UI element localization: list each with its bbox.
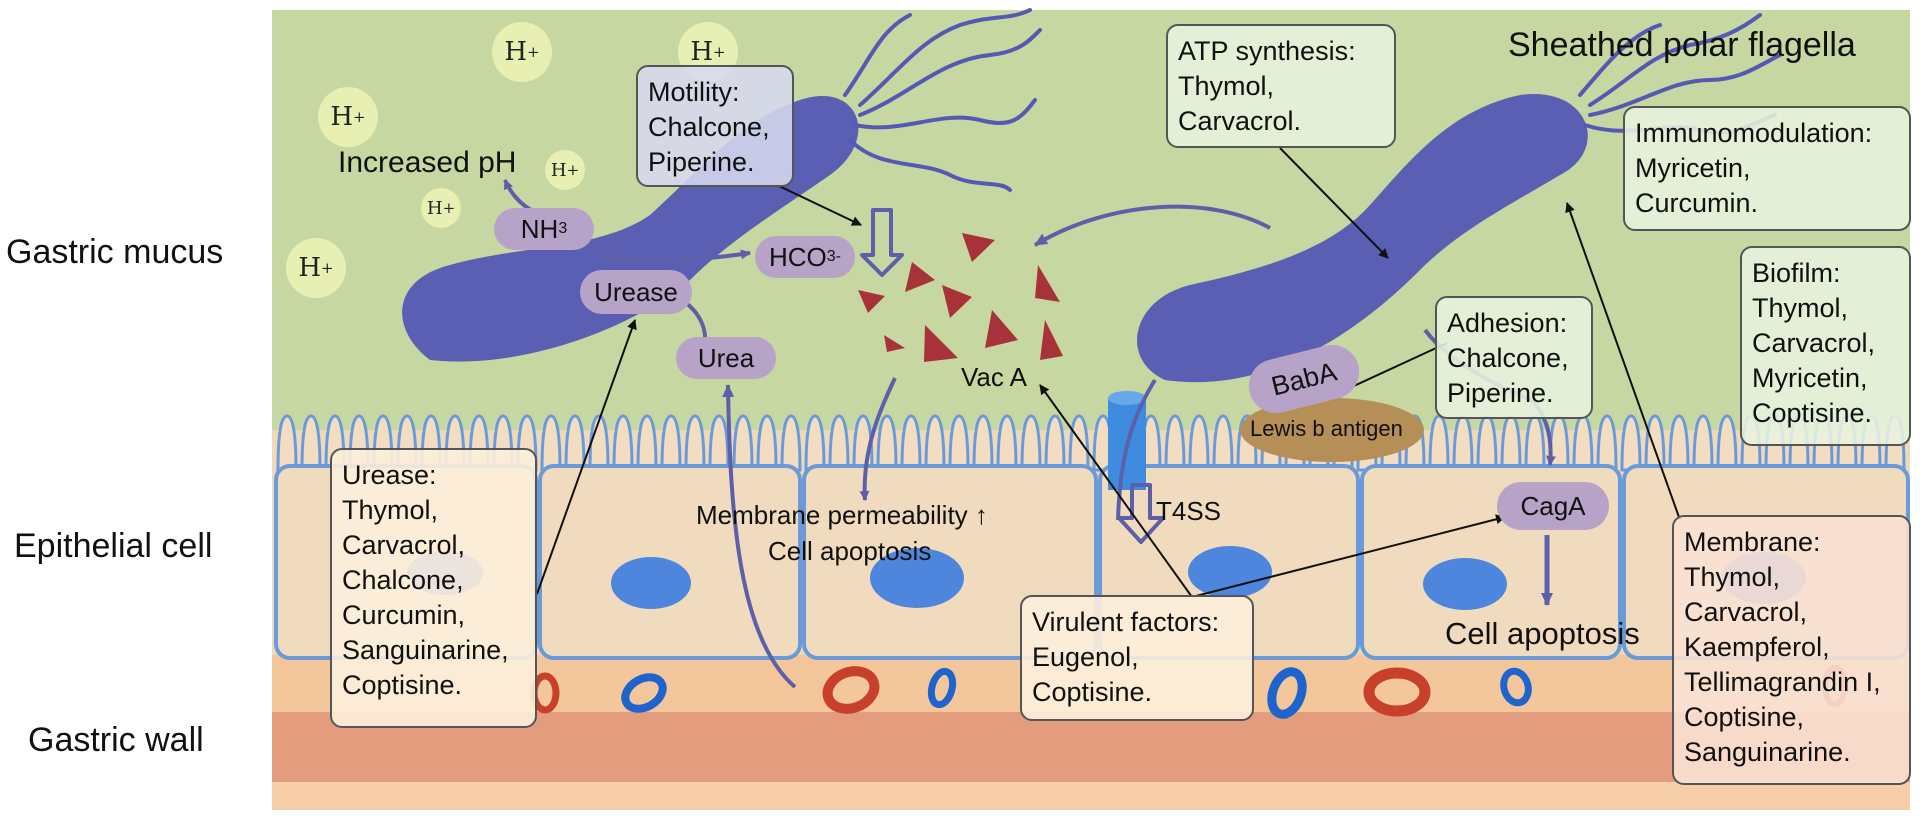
compound-name: Coptisine.: [342, 670, 463, 700]
vaca-label: Vac A: [961, 362, 1028, 392]
urease-molecule: Urease: [580, 270, 692, 314]
compound-name: Thymol,: [342, 495, 439, 525]
gastric-wall-band: [272, 712, 1910, 782]
compound-name: Chalcone,: [1447, 343, 1569, 373]
label-epithelial-cell: Epithelial cell: [14, 527, 213, 565]
box-heading: Membrane:: [1684, 527, 1821, 557]
box-heading: Biofilm:: [1752, 258, 1841, 288]
urease-inhibitors-box: Urease: Thymol, Carvacrol, Chalcone, Cur…: [330, 448, 537, 728]
immunomodulation-box: Immunomodulation: Myricetin, Curcumin.: [1623, 106, 1911, 231]
compound-name: Piperine.: [648, 147, 755, 177]
compound-name: Carvacrol,: [1684, 597, 1808, 627]
compound-name: Sanguinarine.: [1684, 737, 1851, 767]
urea-molecule: Urea: [676, 337, 776, 379]
cell-apoptosis-label: Cell apoptosis: [768, 536, 932, 566]
membrane-box: Membrane: Thymol, Carvacrol, Kaempferol,…: [1672, 515, 1911, 785]
compound-name: Coptisine.: [1752, 398, 1873, 428]
vaca-toxins: [858, 233, 1063, 362]
compound-name: Carvacrol,: [1752, 328, 1876, 358]
compound-name: Thymol,: [1752, 293, 1849, 323]
serosa-band: [272, 782, 1910, 810]
compound-name: Eugenol,: [1032, 642, 1139, 672]
box-heading: Adhesion:: [1447, 308, 1568, 338]
compound-name: Chalcone,: [648, 112, 770, 142]
biofilm-box: Biofilm: Thymol, Carvacrol, Myricetin, C…: [1740, 246, 1911, 446]
compound-name: Sanguinarine,: [342, 635, 509, 665]
box-heading: Immunomodulation:: [1635, 118, 1873, 148]
increased-ph-label: Increased pH: [338, 146, 517, 179]
hydrogen-ion: H+: [421, 188, 461, 228]
compound-name: Curcumin,: [342, 600, 466, 630]
box-heading: ATP synthesis:: [1178, 36, 1356, 66]
process-arrows: [503, 179, 1556, 689]
sheathed-flagella-label: Sheathed polar flagella: [1508, 26, 1856, 64]
compound-name: Thymol,: [1178, 71, 1275, 101]
compound-name: Myricetin,: [1752, 363, 1868, 393]
box-heading: Urease:: [342, 460, 437, 490]
lewis-b-antigen: [1240, 398, 1424, 462]
adhesion-box: Adhesion: Chalcone, Piperine.: [1435, 296, 1593, 419]
compound-name: Piperine.: [1447, 378, 1554, 408]
motility-box: Motility: Chalcone, Piperine.: [636, 65, 794, 187]
compound-name: Chalcone,: [342, 565, 464, 595]
compound-name: Coptisine,: [1684, 702, 1805, 732]
compound-name: Coptisine.: [1032, 677, 1153, 707]
compound-name: Carvacrol,: [342, 530, 466, 560]
hydrogen-ion: H+: [318, 87, 378, 147]
t4ss-label: T4SS: [1156, 496, 1222, 526]
box-heading: Virulent factors:: [1032, 607, 1220, 637]
compound-name: Thymol,: [1684, 562, 1781, 592]
compound-name: Carvacrol.: [1178, 106, 1302, 136]
virulent-factors-box: Virulent factors: Eugenol, Coptisine.: [1020, 595, 1254, 721]
black-arrows: [536, 147, 1681, 598]
hydrogen-ion: H+: [492, 22, 552, 82]
label-gastric-mucus: Gastric mucus: [6, 233, 224, 271]
box-heading: Motility:: [648, 77, 740, 107]
compound-name: Myricetin,: [1635, 153, 1751, 183]
compound-name: Tellimagrandin I,: [1684, 667, 1881, 697]
hydrogen-ion: H+: [286, 238, 346, 298]
hollow-arrows: [860, 208, 1165, 544]
compound-name: Curcumin.: [1635, 188, 1759, 218]
hydrogen-ion: H+: [545, 150, 585, 190]
membrane-permeability-label: Membrane permeability ↑: [696, 500, 988, 530]
lewis-b-antigen-label: Lewis b antigen: [1250, 416, 1403, 441]
atp-synthesis-box: ATP synthesis: Thymol, Carvacrol.: [1166, 24, 1396, 148]
compound-name: Kaempferol,: [1684, 632, 1830, 662]
cell-apoptosis-label: Cell apoptosis: [1445, 616, 1640, 651]
caga-protein: CagA: [1497, 482, 1609, 530]
label-gastric-wall: Gastric wall: [28, 721, 204, 759]
